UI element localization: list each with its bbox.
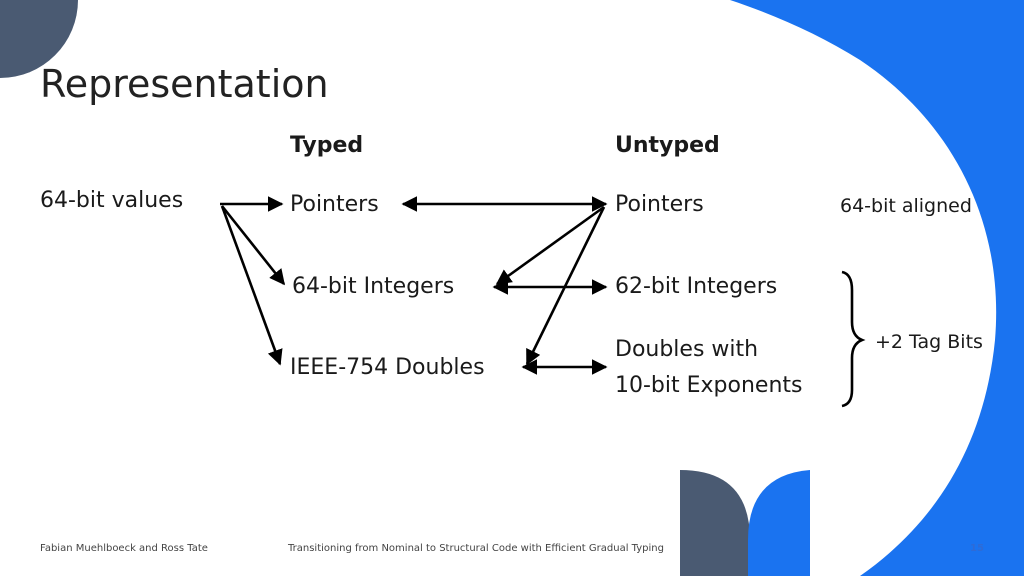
untyped-pointers-node: Pointers (615, 192, 704, 217)
source-64bit-values: 64-bit values (40, 188, 184, 213)
footer-talk-title: Transitioning from Nominal to Structural… (288, 543, 664, 554)
gray-leaf-shape (680, 470, 750, 576)
slide-title: Representation (40, 62, 329, 106)
untyped-doubles-node-line1: Doubles with (615, 337, 759, 362)
note-tag-bits: +2 Tag Bits (875, 331, 983, 353)
typed-doubles-node: IEEE-754 Doubles (290, 355, 485, 380)
arrow-untyped-pointers-to-typed-integers (495, 205, 605, 286)
arrow-values-to-typed-doubles (220, 205, 283, 366)
right-brace (841, 270, 866, 408)
arrow-values-to-typed-integers (220, 205, 286, 286)
blue-leaf-shape (748, 470, 810, 576)
untyped-doubles-node-line2: 10-bit Exponents (615, 373, 803, 398)
typed-integers-node: 64-bit Integers (292, 274, 455, 299)
column-header-untyped: Untyped (615, 133, 720, 158)
gray-corner-circle (0, 0, 78, 78)
column-header-typed: Typed (290, 133, 364, 158)
page-number: 15 (970, 543, 984, 554)
untyped-integers-node: 62-bit Integers (615, 274, 778, 299)
typed-pointers-node: Pointers (290, 192, 379, 217)
footer-authors: Fabian Muehlboeck and Ross Tate (40, 543, 208, 554)
arrow-untyped-pointers-to-typed-doubles (525, 206, 606, 366)
note-64bit-aligned: 64-bit aligned (840, 195, 972, 217)
blue-corner-shape (730, 0, 1024, 576)
